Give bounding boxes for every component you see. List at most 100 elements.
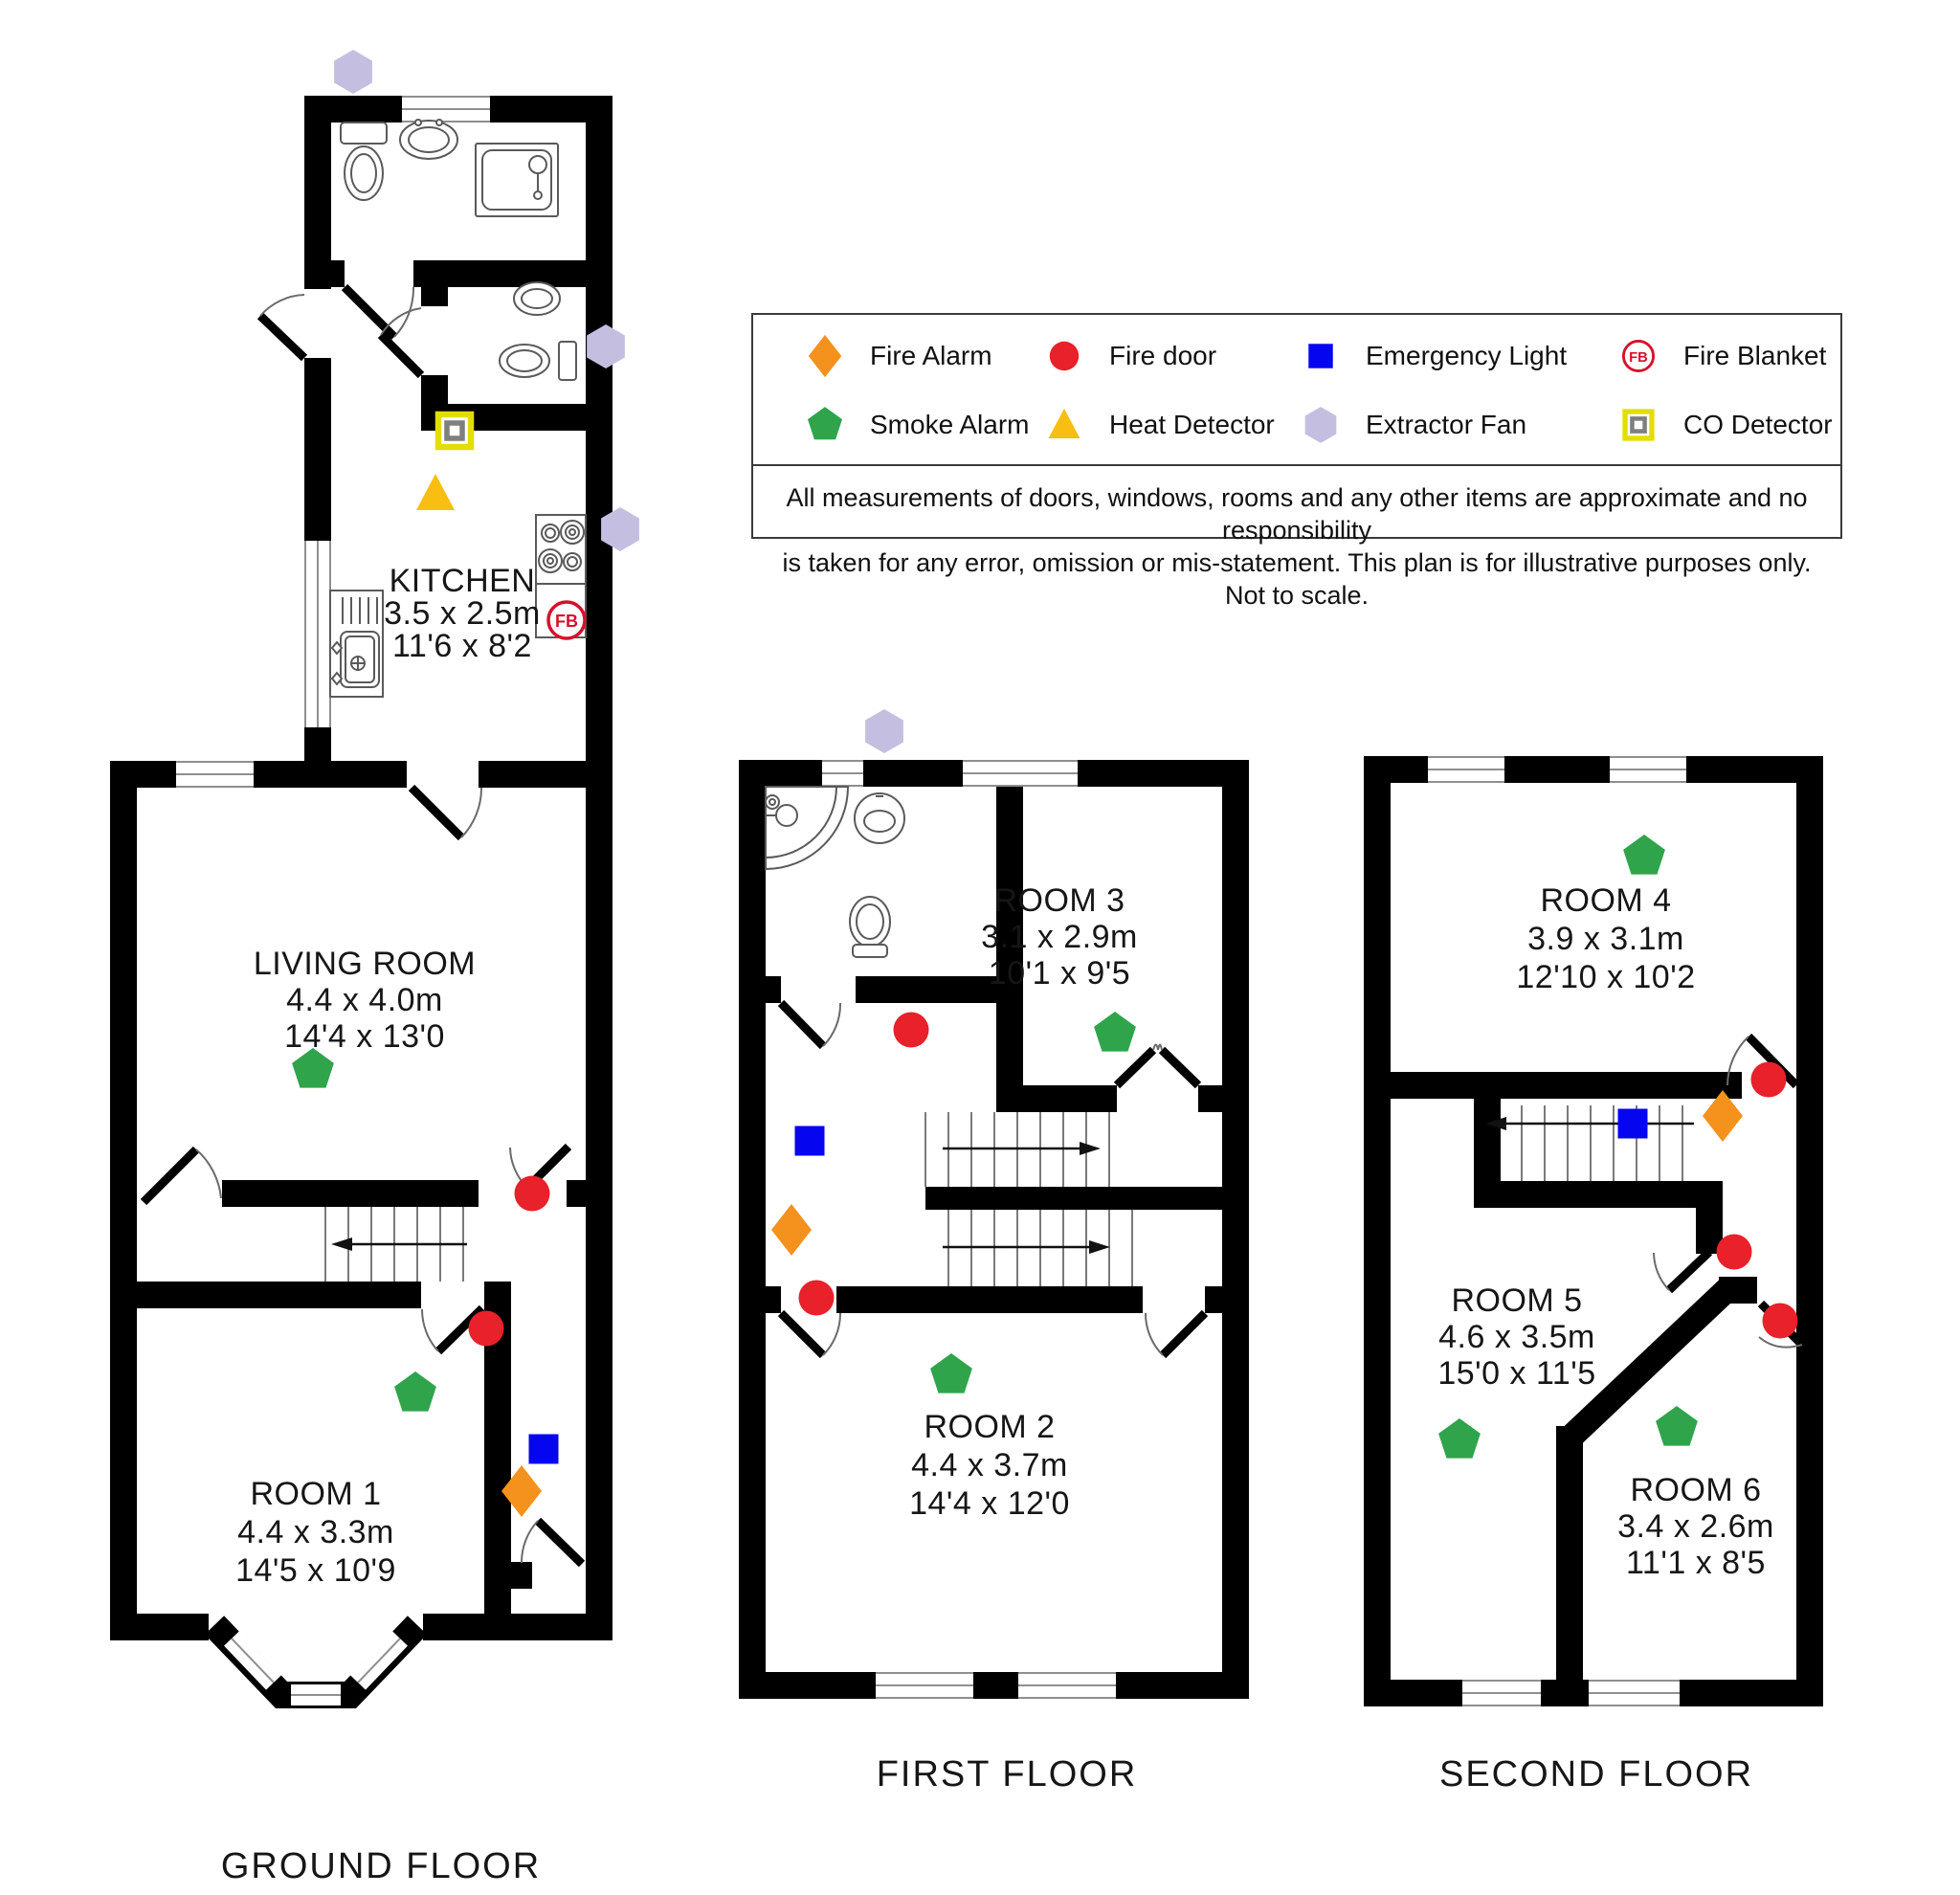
emergency-light-icon <box>528 1434 559 1464</box>
fire-door-icon <box>1049 341 1080 371</box>
room6-metric: 3.4 x 2.6m <box>1617 1508 1774 1545</box>
legend-item-label: Emergency Light <box>1366 341 1568 370</box>
co-detector-icon <box>434 411 475 451</box>
wc-sink <box>513 281 561 316</box>
legend-box: Fire Alarm Fire door Emergency Light FB Fire… <box>751 313 1842 610</box>
legend-item-label: Heat Detector <box>1109 410 1275 439</box>
ground-floor-windows <box>176 96 490 1706</box>
fire-blanket-icon: FB <box>546 600 587 640</box>
disclaimer-line-1: All measurements of doors, windows, room… <box>786 483 1808 545</box>
heat-detector-icon <box>416 474 455 510</box>
ground-floor-plan: KITCHEN 3.5 x 2.5m 11'6 x 8'2 LIVING ROO… <box>110 96 612 1886</box>
room1-label: ROOM 1 <box>250 1476 381 1512</box>
fire-door-icon <box>1716 1234 1752 1270</box>
legend-item-label: Fire Blanket <box>1683 341 1827 370</box>
room3-metric: 3.1 x 2.9m <box>981 919 1138 955</box>
wc-toilet <box>558 341 577 381</box>
second-floor-plan: ROOM 4 3.9 x 3.1m 12'10 x 10'2 ROOM 5 4.… <box>1364 756 1823 1795</box>
room6-imperial: 11'1 x 8'5 <box>1626 1545 1766 1581</box>
fire-alarm-icon <box>501 1465 542 1517</box>
first-floor-title: FIRST FLOOR <box>877 1754 1138 1795</box>
ground-floor-stairs <box>324 1207 467 1282</box>
legend-item-label: Extractor Fan <box>1366 410 1527 439</box>
smoke-alarm-icon <box>394 1371 436 1412</box>
extractor-fan-icon <box>334 50 372 94</box>
kitchen-sink <box>340 631 380 688</box>
first-floor-plan: ROOM 3 3.1 x 2.9m 10'1 x 9'5 ROOM 2 4.4 … <box>739 760 1249 1795</box>
extractor-fan-icon <box>865 709 903 753</box>
diagonal-wall <box>1564 1279 1737 1445</box>
room3-label: ROOM 3 <box>993 882 1125 919</box>
first-floor-windows <box>822 760 1116 1699</box>
first-floor-doors <box>777 999 1209 1359</box>
room6-label: ROOM 6 <box>1630 1472 1761 1508</box>
extractor-fan-icon <box>587 324 625 368</box>
second-floor-title: SECOND FLOOR <box>1439 1754 1753 1795</box>
legend-item-fire-door: Fire door <box>1042 329 1299 383</box>
fire-alarm-icon <box>771 1204 812 1256</box>
smoke-alarm-icon <box>808 407 842 440</box>
legend-item-extractor-fan: Extractor Fan <box>1299 398 1616 452</box>
legend-item-label: Smoke Alarm <box>870 410 1030 439</box>
kitchen-label: KITCHEN <box>390 563 536 599</box>
legend-item-label: CO Detector <box>1683 410 1833 439</box>
smoke-alarm-icon <box>1623 835 1665 875</box>
co-detector-icon <box>1622 409 1655 441</box>
kitchen-metric: 3.5 x 2.5m <box>384 595 541 632</box>
fire-door-icon <box>1762 1303 1798 1339</box>
extractor-fan-icon <box>1304 407 1337 443</box>
first-floor-fixtures <box>765 786 905 958</box>
room4-imperial: 12'10 x 10'2 <box>1516 959 1695 995</box>
smoke-alarm-icon <box>1094 1012 1136 1052</box>
living-room-imperial: 14'4 x 13'0 <box>284 1018 445 1055</box>
smoke-alarm-icon <box>930 1353 972 1393</box>
room3-imperial: 10'1 x 9'5 <box>989 955 1130 992</box>
svg-text:FB: FB <box>1629 350 1648 366</box>
room2-imperial: 14'4 x 12'0 <box>909 1485 1070 1522</box>
smoke-alarm-icon <box>1438 1418 1481 1459</box>
legend-disclaimer: All measurements of doors, windows, room… <box>753 464 1840 612</box>
extractor-fan-icon <box>601 507 639 551</box>
fire-door-icon <box>893 1012 929 1048</box>
smoke-alarm-icon <box>1656 1406 1698 1446</box>
kitchen-imperial: 11'6 x 8'2 <box>392 628 532 664</box>
emergency-light-icon <box>1308 344 1333 368</box>
room1-imperial: 14'5 x 10'9 <box>235 1552 396 1589</box>
room2-metric: 4.4 x 3.7m <box>911 1447 1068 1483</box>
toilet <box>340 122 388 145</box>
emergency-light-icon <box>794 1126 825 1156</box>
first-floor-walls <box>739 760 1249 1699</box>
heat-detector-icon <box>1048 408 1080 438</box>
fire-door-icon <box>1750 1061 1787 1098</box>
first-floor-stairs <box>924 1112 1133 1286</box>
ground-floor-doors <box>140 283 586 1568</box>
second-floor-windows <box>1428 756 1686 1706</box>
room2-label: ROOM 2 <box>924 1409 1055 1445</box>
room4-label: ROOM 4 <box>1540 882 1671 919</box>
second-floor-stairs <box>1485 1105 1694 1181</box>
emergency-light-icon <box>1617 1108 1648 1139</box>
fire-blanket-icon: FB <box>1621 339 1656 373</box>
living-room-label: LIVING ROOM <box>254 946 476 982</box>
fire-door-icon <box>468 1310 504 1347</box>
room5-metric: 4.6 x 3.5m <box>1438 1319 1595 1355</box>
legend-item-co-detector: CO Detector <box>1616 398 1840 452</box>
room4-metric: 3.9 x 3.1m <box>1527 921 1684 957</box>
legend-item-label: Fire Alarm <box>870 341 992 370</box>
fire-door-icon <box>798 1280 835 1316</box>
second-floor-doors <box>1653 1033 1806 1349</box>
ground-floor-title: GROUND FLOOR <box>221 1846 541 1886</box>
room1-metric: 4.4 x 3.3m <box>237 1514 394 1550</box>
legend-item-smoke-alarm: Smoke Alarm <box>803 398 1042 452</box>
fire-door-icon <box>514 1175 550 1212</box>
bathroom-sink <box>854 792 905 844</box>
legend-grid: Fire Alarm Fire door Emergency Light FB Fire… <box>753 315 1840 457</box>
safety-symbols-layer: FB <box>292 50 1798 1517</box>
fire-alarm-icon <box>1703 1090 1743 1142</box>
svg-text:FB: FB <box>555 612 578 631</box>
room5-imperial: 15'0 x 11'5 <box>1437 1355 1595 1392</box>
living-room-metric: 4.4 x 4.0m <box>286 982 443 1018</box>
room5-label: ROOM 5 <box>1451 1282 1582 1319</box>
